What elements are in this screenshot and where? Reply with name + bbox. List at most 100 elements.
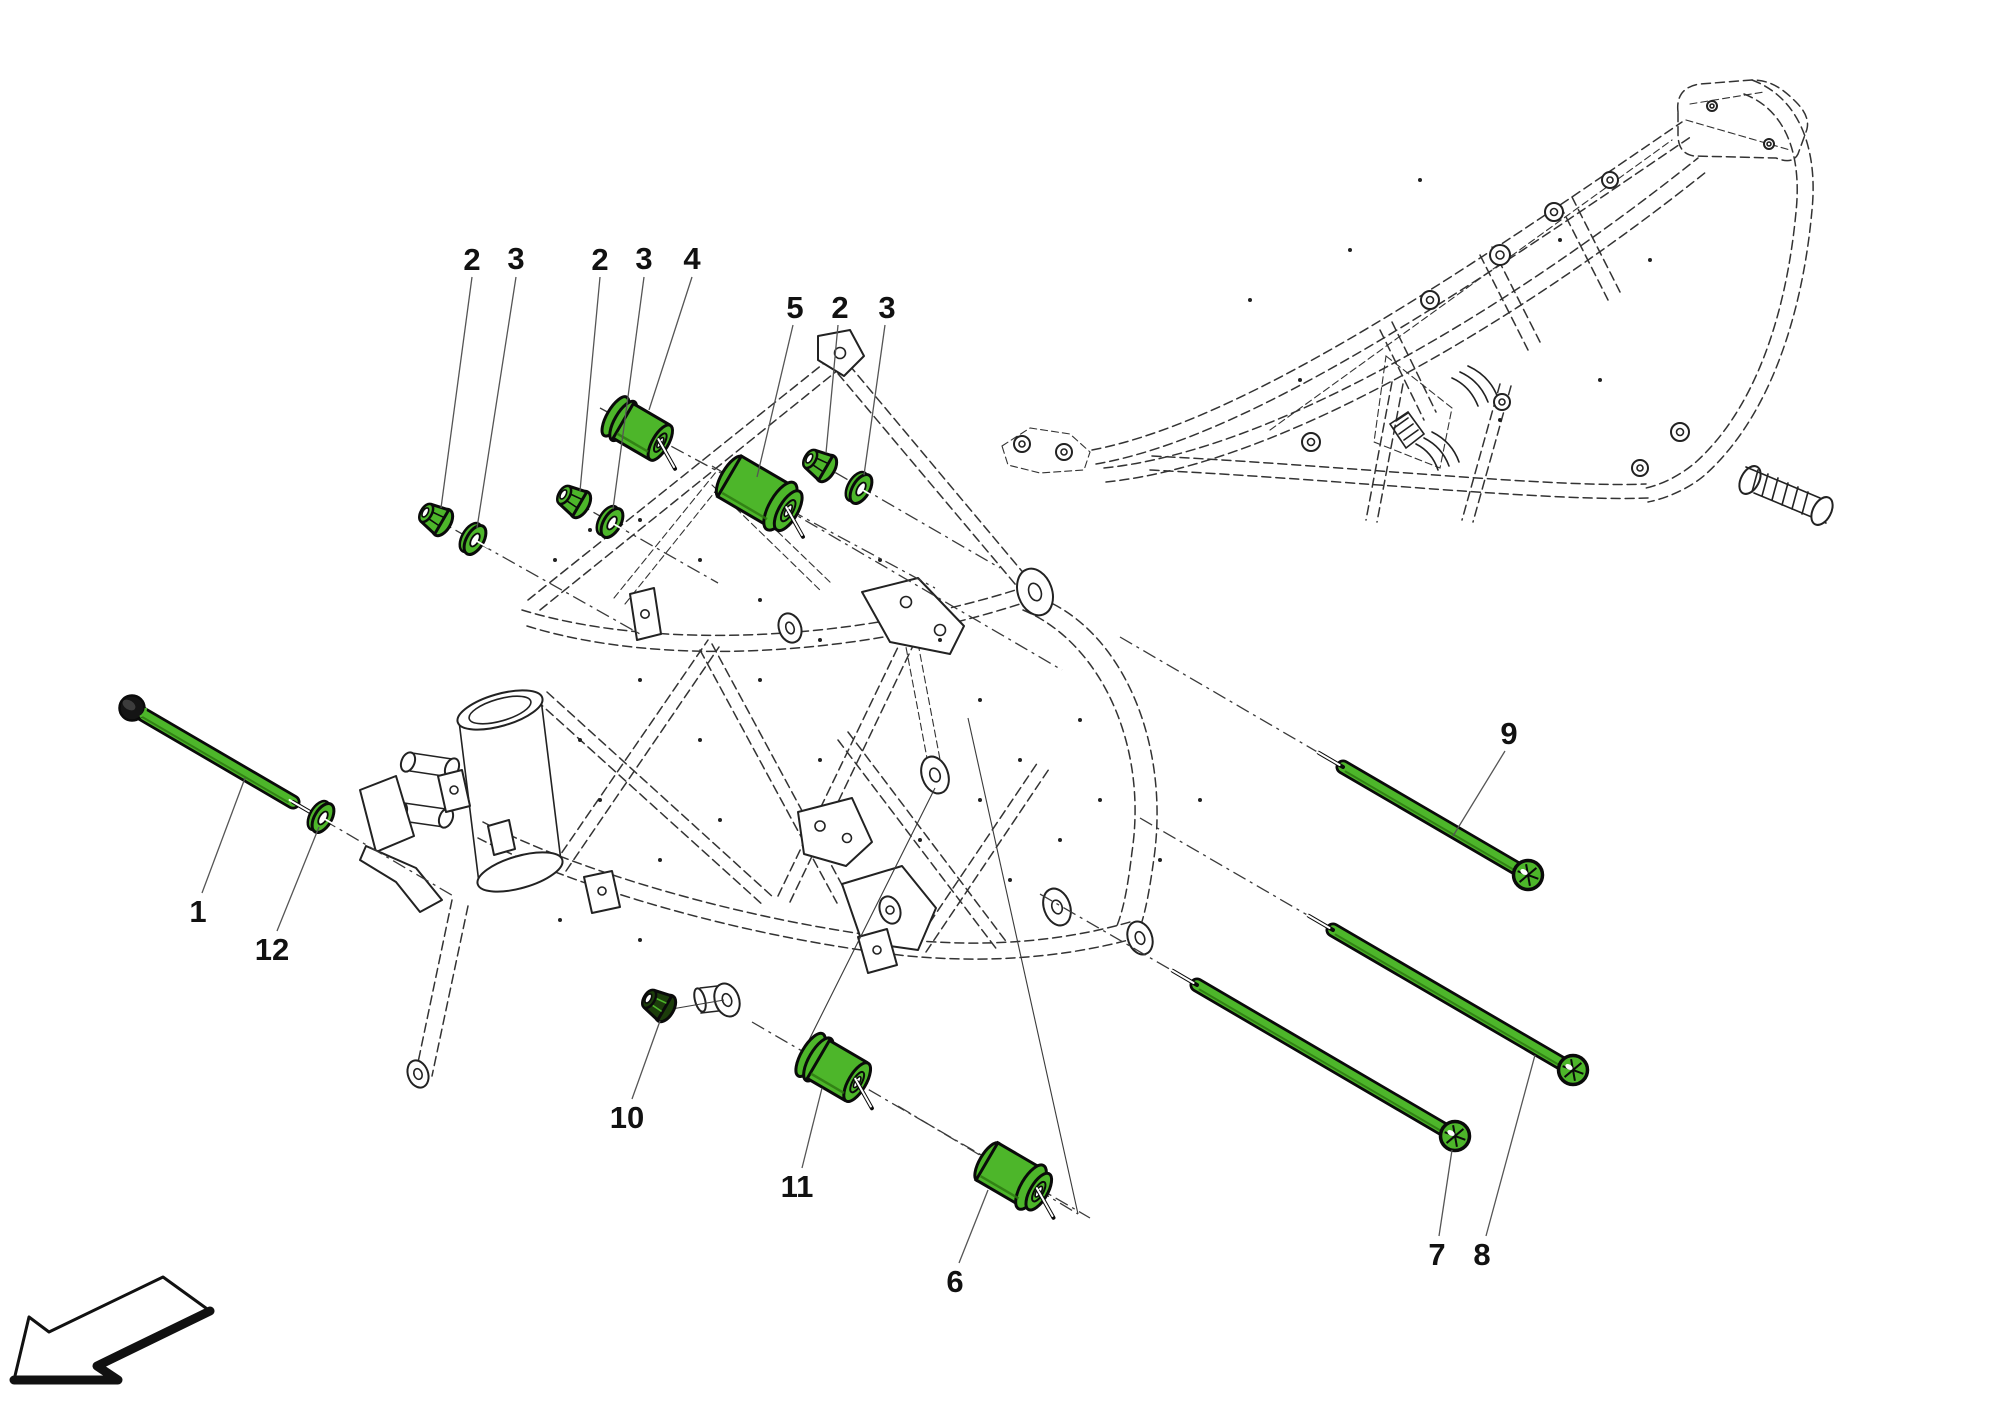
callout-leader-3 — [863, 324, 886, 476]
bushing-shade — [810, 1072, 845, 1094]
callout-leader-2 — [825, 324, 839, 454]
callout-leader-7 — [1438, 1149, 1453, 1237]
axis-pin — [1306, 913, 1331, 929]
washer-pin — [611, 522, 627, 532]
bolt-shaft-shade — [1344, 770, 1524, 876]
headstock — [456, 689, 564, 893]
nut-10 — [641, 988, 678, 1024]
callout-label-1: 1 — [189, 894, 206, 929]
callout-label-10: 10 — [610, 1100, 644, 1135]
callout-label-2: 2 — [463, 242, 480, 277]
callout-leader-5 — [756, 324, 794, 478]
callout-leader-3 — [476, 276, 517, 529]
bushing-shade — [979, 1175, 1020, 1200]
callout-leader-9 — [1452, 750, 1506, 837]
bushing-4 — [600, 395, 678, 471]
bolt-shaft-shade — [1198, 988, 1451, 1137]
callout-leader-3 — [612, 276, 645, 510]
axis-pin — [854, 1077, 872, 1108]
bushing-6 — [973, 1140, 1056, 1220]
nut-hole — [644, 993, 653, 1004]
bolt-head-facet — [1563, 1062, 1583, 1078]
callout-leader-11 — [801, 1087, 823, 1169]
bolt-shaft — [127, 703, 298, 807]
axis-pin — [1316, 750, 1341, 766]
axis-centerline — [1139, 817, 1329, 928]
callout-leader-10 — [631, 1020, 661, 1100]
bolt-shaft — [1328, 925, 1578, 1075]
bolt-shaft — [1338, 762, 1533, 880]
axis-centerline — [897, 1105, 1079, 1215]
bushing-5 — [714, 454, 805, 539]
callout-label-2: 2 — [831, 290, 848, 325]
callout-leader-2 — [440, 276, 473, 509]
bushing-11 — [794, 1031, 874, 1111]
washer-3 — [844, 470, 876, 505]
callout-label-8: 8 — [1473, 1237, 1490, 1272]
washer-12 — [306, 799, 338, 834]
axis-pin — [785, 506, 803, 537]
bolt-head-glint — [1447, 1130, 1455, 1136]
bushing-shade — [721, 491, 768, 521]
bolt-head-glint — [1565, 1064, 1573, 1070]
axis-centerline — [1119, 636, 1339, 765]
bolt-shaft-shade — [133, 711, 289, 803]
washer-pin — [322, 817, 338, 827]
front-brackets — [359, 751, 471, 913]
nut-hole — [559, 489, 568, 500]
callout-leader-4 — [648, 276, 693, 411]
callout-label-3: 3 — [507, 241, 524, 276]
callout-label-4: 4 — [683, 241, 701, 276]
frame-bosses — [406, 567, 1154, 1089]
engine-brackets — [797, 797, 937, 951]
axis-pin — [1035, 1187, 1054, 1218]
callout-leader-12 — [276, 826, 320, 932]
callout-label-2: 2 — [591, 242, 608, 277]
callout-label-3: 3 — [635, 241, 652, 276]
callout-leader-8 — [1485, 1054, 1536, 1237]
bolt-8 — [1306, 913, 1590, 1087]
bolt-head-highlight — [122, 699, 136, 711]
main-frame — [359, 178, 1652, 1089]
tail-plate — [1676, 79, 1809, 162]
ribbed-boot — [1415, 365, 1499, 471]
nut-2 — [802, 448, 839, 484]
bolt-head-facet — [1445, 1128, 1465, 1144]
footpeg-small — [1388, 410, 1426, 450]
frame-tabs — [487, 587, 898, 974]
nut-2 — [418, 502, 455, 538]
callout-leader-6 — [958, 1189, 989, 1264]
callout-label-6: 6 — [946, 1264, 963, 1299]
callout-label-3: 3 — [878, 290, 895, 325]
callout-label-5: 5 — [786, 290, 803, 325]
bolt-7 — [1170, 968, 1472, 1153]
rear-subframe — [1001, 79, 1834, 526]
subframe-bosses — [1301, 171, 1690, 477]
direction-arrow — [9, 1275, 215, 1385]
subframe-front-bracket — [1001, 427, 1091, 474]
bolt-head-green-edge — [139, 707, 148, 719]
footpeg-large — [1738, 465, 1834, 526]
axis-pin — [1170, 968, 1195, 984]
callout-label-9: 9 — [1500, 716, 1517, 751]
callout-label-11: 11 — [781, 1169, 814, 1204]
axis-centerline — [1039, 893, 1193, 983]
axis-centerline — [967, 717, 1079, 1215]
bolt-shaft — [1192, 980, 1460, 1141]
nut-2 — [556, 484, 593, 520]
peak-lug — [817, 329, 865, 377]
callout-leader-1 — [201, 777, 246, 894]
callout-label-7: 7 — [1428, 1237, 1445, 1272]
direction-arrow-shadow-edge — [9, 1306, 215, 1385]
axis-centerline — [569, 498, 719, 584]
bolt-head-facet — [1518, 867, 1538, 883]
axis-pin — [657, 438, 676, 469]
callout-label-12: 12 — [255, 932, 289, 967]
bolt-shaft-shade — [1334, 933, 1569, 1071]
callout-leader-2 — [579, 276, 601, 492]
bolt-head-glint — [1520, 869, 1528, 875]
